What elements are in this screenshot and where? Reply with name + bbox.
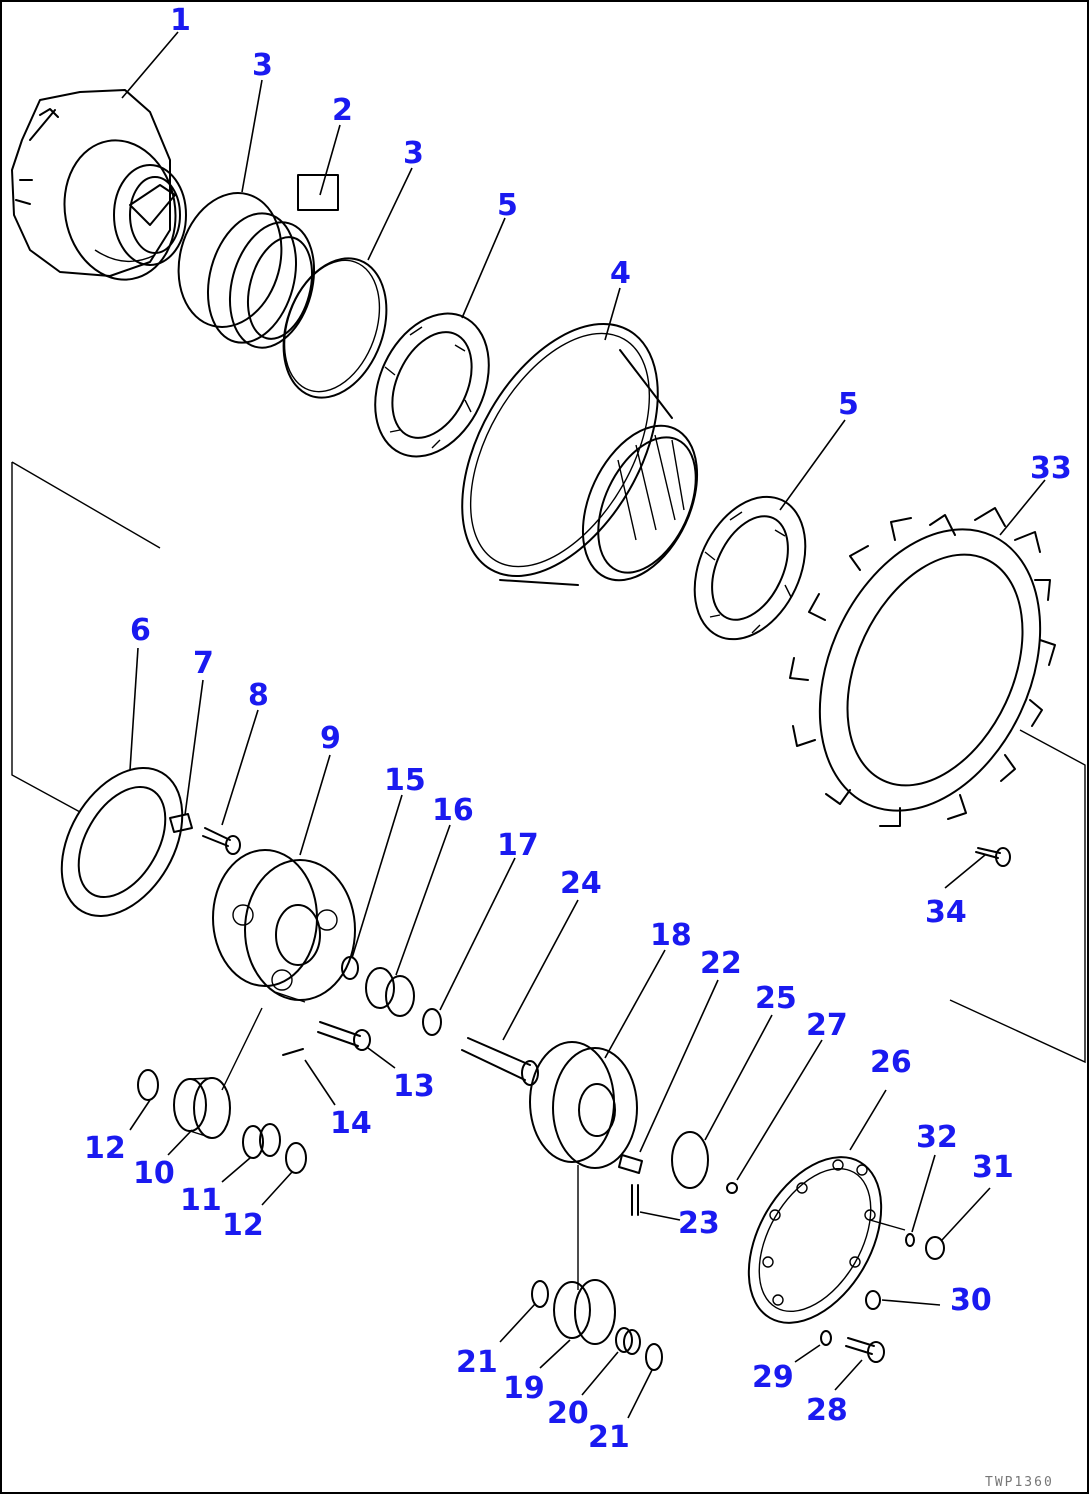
callout-31[interactable]: 31 xyxy=(972,1150,1014,1185)
callout-26[interactable]: 26 xyxy=(870,1045,912,1080)
part-5-bearing-lower[interactable] xyxy=(673,479,827,657)
callout-19[interactable]: 19 xyxy=(503,1371,545,1406)
part-12-thrust-washer-a[interactable] xyxy=(137,1069,159,1101)
part-25-thrust-plate[interactable] xyxy=(671,1131,709,1189)
part-14-pin[interactable] xyxy=(282,1048,304,1056)
callout-25[interactable]: 25 xyxy=(755,981,797,1016)
callout-33[interactable]: 33 xyxy=(1030,451,1072,486)
callout-3a[interactable]: 3 xyxy=(252,48,273,83)
part-19-planet-gear[interactable] xyxy=(553,1279,616,1345)
callout-21b[interactable]: 21 xyxy=(588,1420,630,1455)
part-15-snap-ring[interactable] xyxy=(341,956,359,980)
callout-20[interactable]: 20 xyxy=(547,1396,589,1431)
part-33-sprocket[interactable] xyxy=(777,494,1083,847)
callout-13[interactable]: 13 xyxy=(393,1069,435,1104)
part-6-cover-ring[interactable] xyxy=(37,747,207,938)
part-27-plug[interactable] xyxy=(726,1182,738,1194)
part-3-seal-ring-a[interactable] xyxy=(164,181,296,338)
part-5-bearing-upper[interactable] xyxy=(353,295,511,475)
part-24-sun-gear-shaft[interactable] xyxy=(461,1037,539,1086)
part-12-thrust-washer-b[interactable] xyxy=(285,1142,307,1174)
callout-11[interactable]: 11 xyxy=(180,1183,222,1218)
callout-18[interactable]: 18 xyxy=(650,918,692,953)
part-11-needle-bearing[interactable] xyxy=(242,1123,281,1159)
part-13-shaft[interactable] xyxy=(317,1021,371,1051)
callout-10[interactable]: 10 xyxy=(133,1156,175,1191)
part-18-carrier[interactable] xyxy=(529,1041,638,1169)
part-29-washer[interactable] xyxy=(820,1330,832,1346)
part-30-plug[interactable] xyxy=(865,1290,881,1310)
part-3-seal-ring-b[interactable] xyxy=(265,244,404,412)
assembly-lines xyxy=(11,461,1086,1290)
callouts: 1 2 3 3 4 5 5 6 7 8 9 10 11 12 12 13 14 … xyxy=(84,3,1072,1455)
callout-9[interactable]: 9 xyxy=(320,721,341,756)
callout-6[interactable]: 6 xyxy=(130,613,151,648)
callout-27[interactable]: 27 xyxy=(806,1008,848,1043)
part-20-bearing[interactable] xyxy=(615,1327,641,1355)
callout-15[interactable]: 15 xyxy=(384,763,426,798)
part-26-cover[interactable] xyxy=(722,1134,909,1346)
part-31-plug[interactable] xyxy=(925,1236,945,1260)
part-10-planet-gear[interactable] xyxy=(173,1077,231,1139)
callout-23[interactable]: 23 xyxy=(678,1206,720,1241)
part-1-motor-housing[interactable] xyxy=(11,89,187,288)
part-21-washer-b[interactable] xyxy=(645,1343,663,1371)
callout-8[interactable]: 8 xyxy=(248,678,269,713)
callout-22[interactable]: 22 xyxy=(700,946,742,981)
callout-3b[interactable]: 3 xyxy=(403,136,424,171)
part-16-coupling[interactable] xyxy=(365,967,415,1017)
callout-7[interactable]: 7 xyxy=(193,646,214,681)
callout-2[interactable]: 2 xyxy=(332,93,353,128)
callout-29[interactable]: 29 xyxy=(752,1360,794,1395)
callout-30[interactable]: 30 xyxy=(950,1283,992,1318)
callout-4[interactable]: 4 xyxy=(610,256,631,291)
callout-24[interactable]: 24 xyxy=(560,866,602,901)
part-4-hub[interactable] xyxy=(422,290,720,609)
part-32-o-ring[interactable] xyxy=(905,1233,915,1247)
part-8-bolt[interactable] xyxy=(202,827,241,855)
part-17-o-ring[interactable] xyxy=(422,1008,442,1036)
callout-17[interactable]: 17 xyxy=(497,828,539,863)
part-2-floating-seal[interactable] xyxy=(194,174,339,357)
callout-14[interactable]: 14 xyxy=(330,1106,372,1141)
callout-34[interactable]: 34 xyxy=(925,895,967,930)
callout-28[interactable]: 28 xyxy=(806,1393,848,1428)
leader-lines xyxy=(121,31,1046,1419)
callout-5b[interactable]: 5 xyxy=(838,387,859,422)
callout-21a[interactable]: 21 xyxy=(456,1345,498,1380)
callout-12b[interactable]: 12 xyxy=(222,1208,264,1243)
drawing-code: TWP1360 xyxy=(985,1475,1054,1490)
callout-1[interactable]: 1 xyxy=(170,3,191,38)
part-9-carrier[interactable] xyxy=(212,849,356,1001)
callout-5a[interactable]: 5 xyxy=(497,188,518,223)
part-22-shaft[interactable] xyxy=(618,1154,643,1174)
callout-12a[interactable]: 12 xyxy=(84,1131,126,1166)
part-34-sprocket-bolt[interactable] xyxy=(975,847,1011,867)
part-23-pin[interactable] xyxy=(631,1184,639,1216)
part-28-bolt[interactable] xyxy=(845,1337,885,1363)
part-7-plate[interactable] xyxy=(169,813,193,833)
part-21-washer-a[interactable] xyxy=(531,1280,549,1308)
callout-16[interactable]: 16 xyxy=(432,793,474,828)
callout-32[interactable]: 32 xyxy=(916,1120,958,1155)
